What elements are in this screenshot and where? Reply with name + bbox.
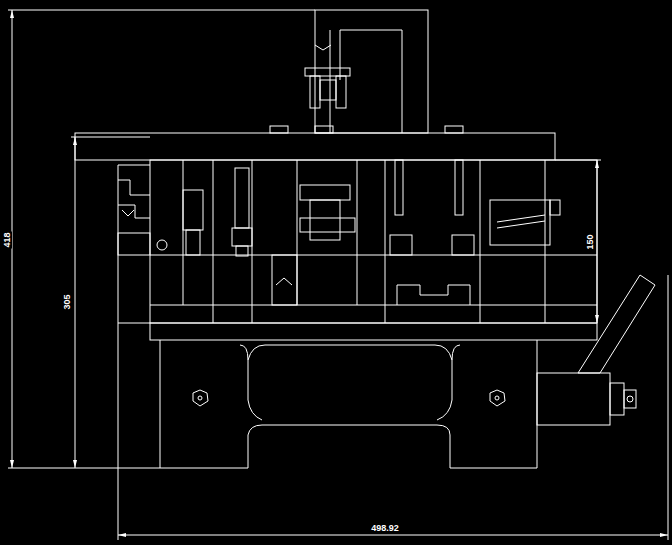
dimension-lines (8, 10, 668, 540)
dimension-text: 150 (585, 233, 595, 250)
dimension-text: 305 (62, 293, 72, 310)
dimension-text: 418 (2, 231, 12, 248)
die-outline (75, 10, 655, 468)
dimension-arrows (10, 10, 668, 537)
dimension-text: 498.92 (370, 523, 400, 533)
